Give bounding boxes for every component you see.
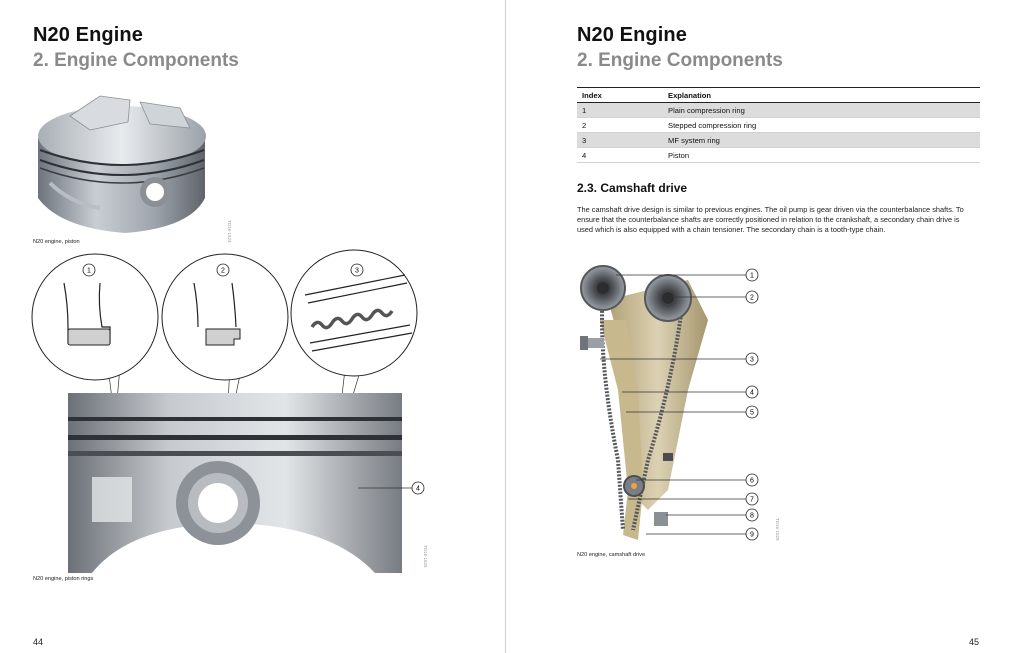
table-cell-index: 3	[577, 132, 663, 148]
callout-badge-right-8: 8	[745, 508, 759, 522]
figure3-code: TD16-1529	[775, 518, 780, 541]
figure2-caption: N20 engine, piston rings	[33, 576, 94, 582]
table-header-index: Index	[577, 87, 663, 103]
callout-label-right-2: 2	[750, 295, 754, 302]
table-row: 2 Stepped compression ring	[577, 117, 980, 133]
table-cell-index: 2	[577, 117, 663, 133]
callout-label-right-3: 3	[750, 357, 754, 364]
callout-label-right-4: 4	[750, 390, 754, 397]
table-header-explanation: Explanation	[663, 87, 980, 103]
callout-label-right-6: 6	[750, 478, 754, 485]
piston-image	[38, 95, 206, 233]
figure3-caption: N20 engine, camshaft drive	[577, 552, 646, 558]
right-doc-title: N20 Engine	[577, 24, 687, 46]
figure2-code: TD16-1525	[423, 545, 428, 568]
callout-badge-left-1: 1	[82, 263, 96, 277]
right-page-number: 45	[969, 637, 980, 647]
callout-badge-right-3: 3	[745, 352, 759, 366]
callout-label-left-3: 3	[355, 268, 359, 275]
callout-label-right-9: 9	[750, 532, 754, 539]
left-page: N20 Engine 2. Engine Components	[0, 0, 505, 653]
callout-badge-left-4: 4	[411, 481, 425, 495]
body-paragraph: The camshaft drive design is similar to …	[577, 205, 964, 235]
table-cell-explanation: Plain compression ring	[663, 102, 980, 118]
callout-label-right-5: 5	[750, 410, 754, 417]
callout-label-left-4: 4	[416, 486, 420, 493]
table-cell-index: 1	[577, 102, 663, 118]
table-row: 4 Piston	[577, 147, 980, 163]
legend-table: Index Explanation 1 Plain compression ri…	[577, 87, 980, 163]
callout-badge-right-6: 6	[745, 473, 759, 487]
table-row: 1 Plain compression ring	[577, 102, 980, 118]
table-cell-explanation: Piston	[663, 147, 980, 163]
table-cell-index: 4	[577, 147, 663, 163]
table-cell-explanation: Stepped compression ring	[663, 117, 980, 133]
callout-badge-right-5: 5	[745, 405, 759, 419]
callout-badge-left-3: 3	[350, 263, 364, 277]
callout-label-right-8: 8	[750, 513, 754, 520]
callout-label-left-1: 1	[87, 268, 91, 275]
piston-rings-diagram	[31, 249, 418, 573]
camshaft-drive-image	[580, 265, 708, 540]
callout-badge-right-1: 1	[745, 268, 759, 282]
callout-badge-right-4: 4	[745, 385, 759, 399]
callout-label-right-7: 7	[750, 497, 754, 504]
callout-badge-left-2: 2	[216, 263, 230, 277]
callout-badge-right-2: 2	[745, 290, 759, 304]
callout-badge-right-7: 7	[745, 492, 759, 506]
right-page: N20 Engine 2. Engine Components Index Ex…	[506, 0, 1024, 653]
callout-label-right-1: 1	[750, 273, 754, 280]
callout-badge-right-9: 9	[745, 527, 759, 541]
left-page-number: 44	[33, 637, 44, 647]
figure1-caption: N20 engine, piston	[33, 239, 80, 245]
table-cell-explanation: MF system ring	[663, 132, 980, 148]
table-header-row: Index Explanation	[577, 87, 980, 103]
table-row: 3 MF system ring	[577, 132, 980, 148]
callout-label-left-2: 2	[221, 268, 225, 275]
left-section-title: 2. Engine Components	[33, 50, 239, 71]
right-section-title: 2. Engine Components	[577, 50, 783, 71]
left-doc-title: N20 Engine	[33, 24, 143, 46]
page-gutter	[505, 0, 506, 653]
subsection-title: 2.3. Camshaft drive	[577, 181, 688, 195]
figure1-code: TD16-1524	[227, 220, 232, 243]
callout-leader-lines	[600, 274, 746, 535]
